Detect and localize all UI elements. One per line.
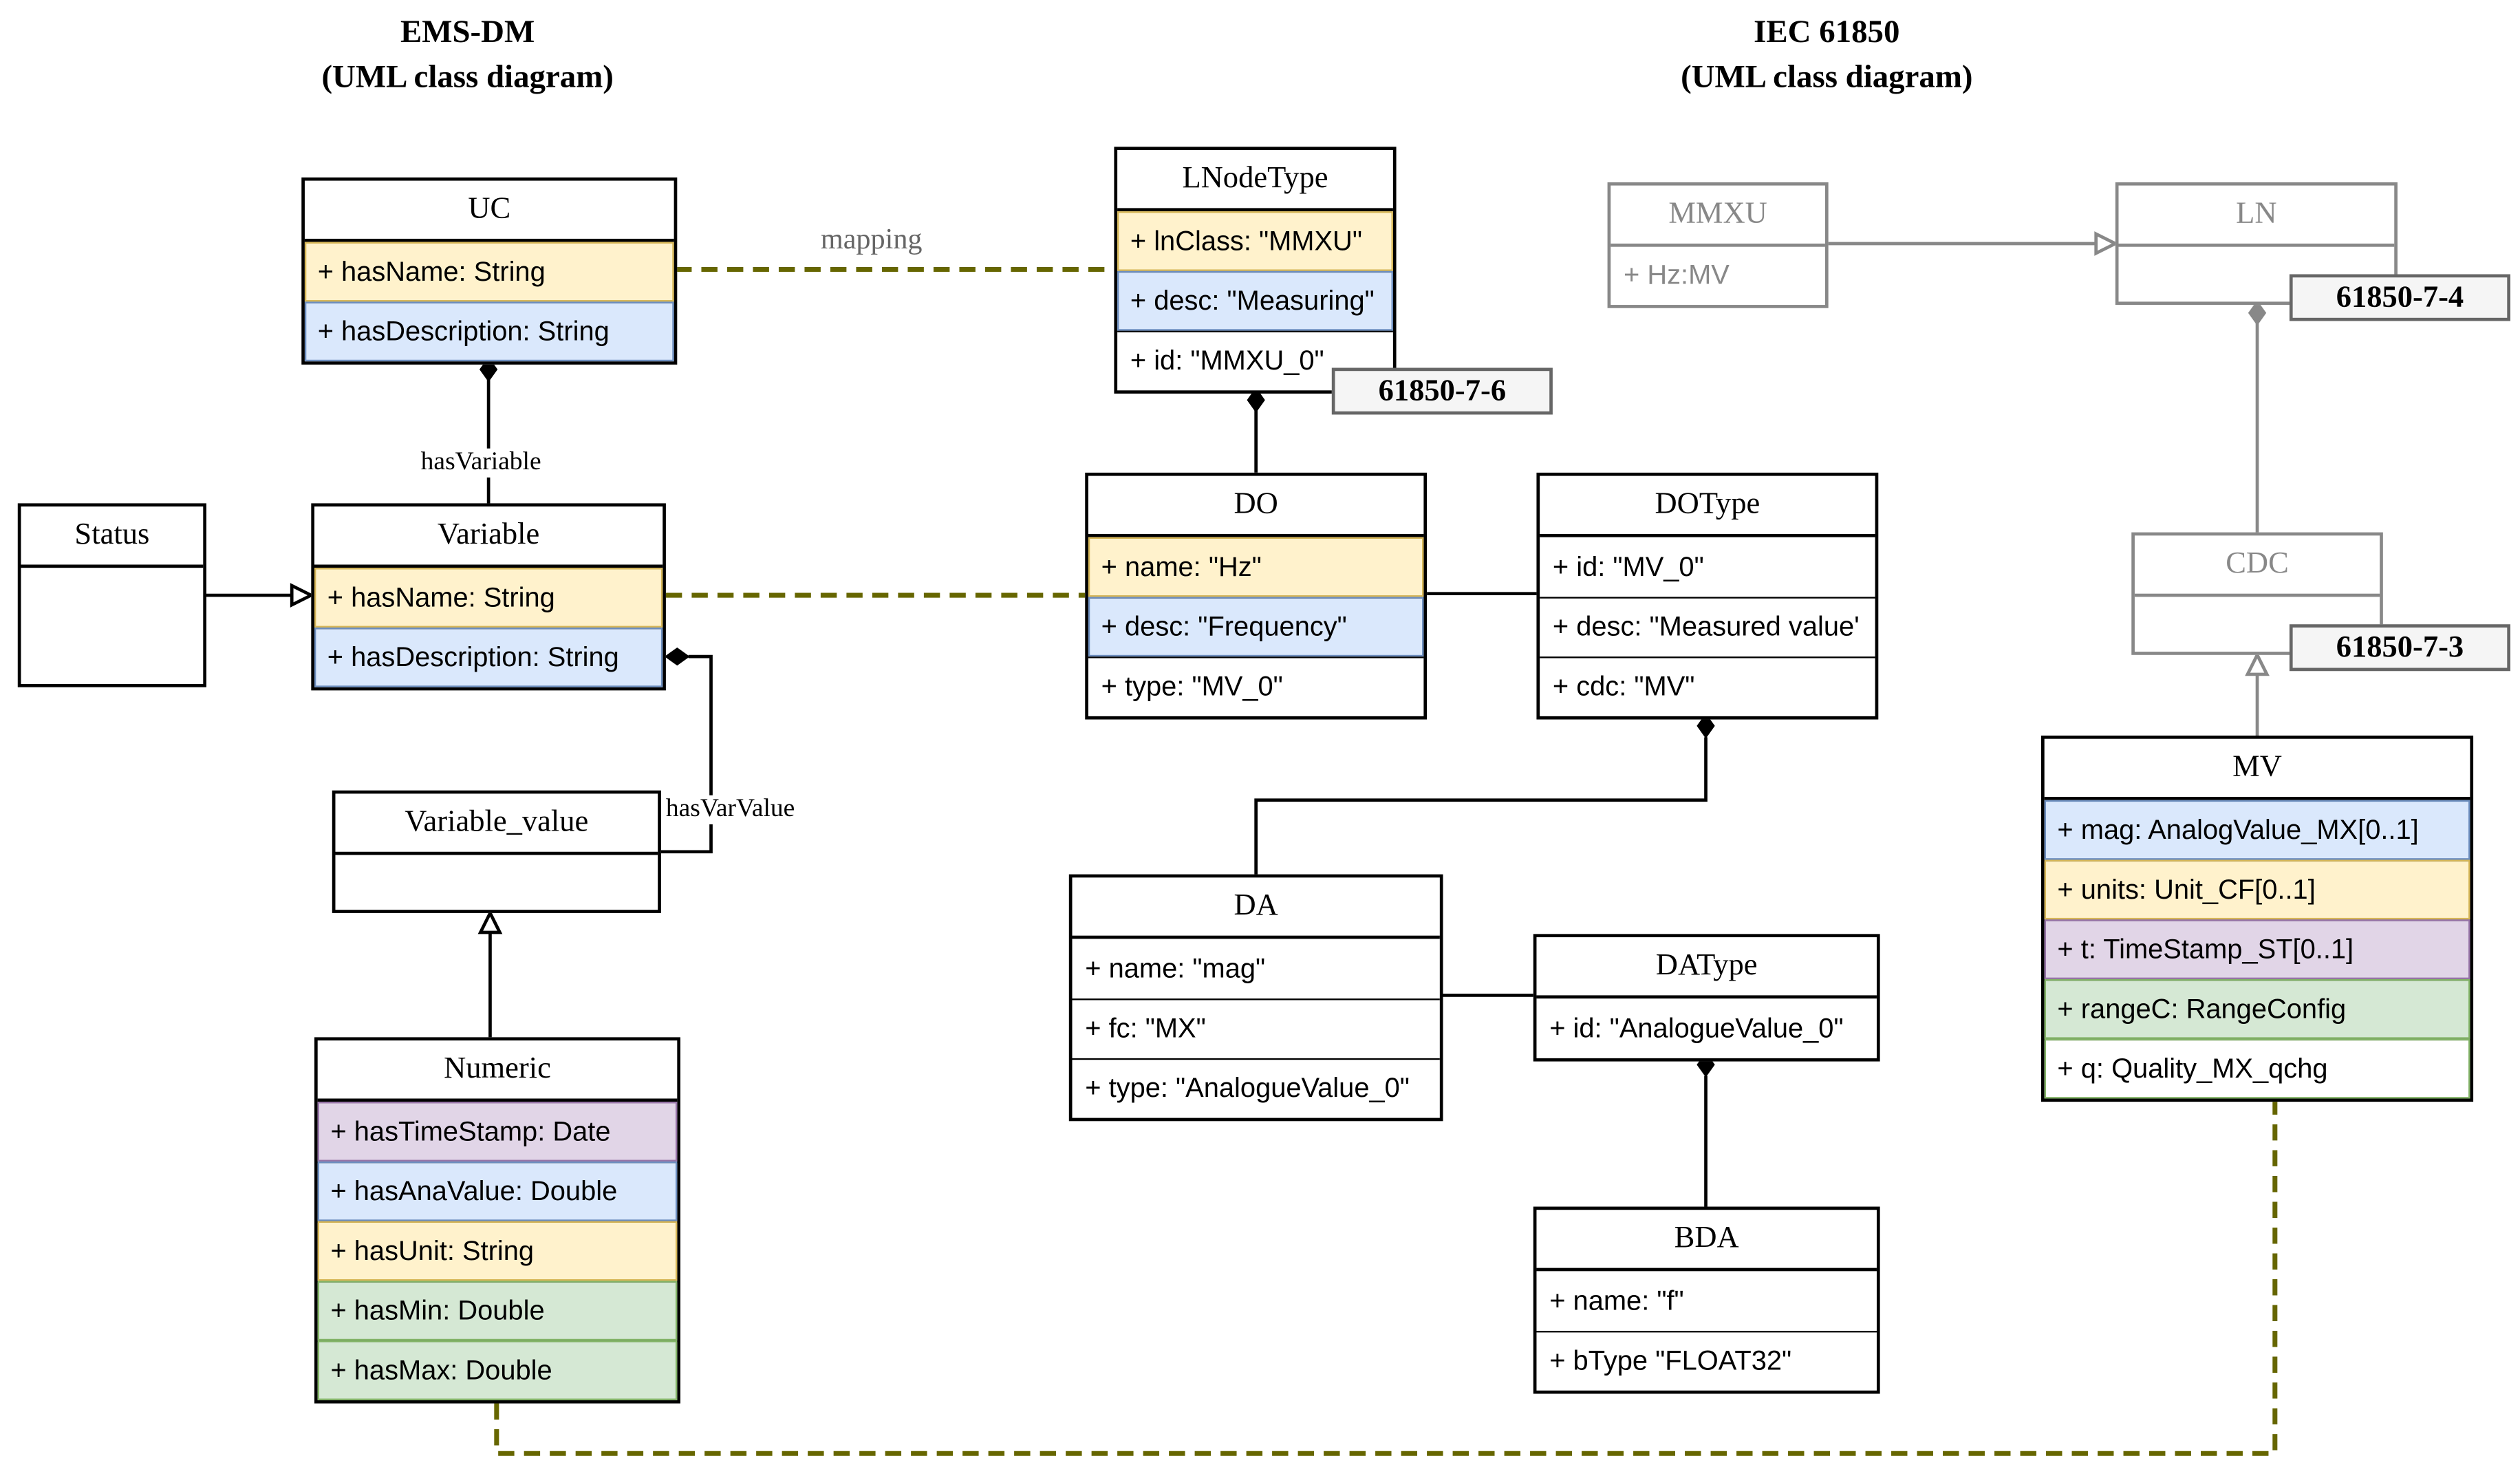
standard-tag-61850-7-3: 61850-7-3 — [2289, 624, 2510, 672]
attribute-row: + hasDescription: String — [304, 301, 674, 362]
mmxu-generalization-arrow — [2094, 231, 2120, 256]
attribute-row: + desc: "Measured value' — [1540, 597, 1875, 656]
class-name: BDA — [1536, 1210, 1877, 1272]
attribute-row: + hasUnit: String — [317, 1221, 678, 1281]
attribute-row: + desc: "Frequency" — [1088, 597, 1424, 657]
class-bda[interactable]: BDA + name: "f" + bType "FLOAT32" — [1533, 1206, 1880, 1394]
iec-61850-title-line2: (UML class diagram) — [1681, 59, 1973, 96]
attribute-row: + name: "f" — [1549, 1285, 1684, 1316]
attribute-row: + bType "FLOAT32" — [1536, 1331, 1877, 1391]
attribute-row: + name: "Hz" — [1088, 537, 1424, 597]
class-name: DOType — [1540, 476, 1875, 537]
class-name: DA — [1072, 877, 1440, 939]
attribute-row: + fc: "MX" — [1072, 998, 1440, 1058]
class-name: DO — [1088, 476, 1424, 537]
attribute-row: + mag: AnalogValue_MX[0..1] — [2044, 800, 2470, 860]
class-variable-value[interactable]: Variable_value — [332, 790, 661, 913]
class-mmxu[interactable]: MMXU + Hz:MV — [1607, 182, 1829, 308]
class-mv[interactable]: MV + mag: AnalogValue_MX[0..1] + units: … — [2040, 736, 2474, 1102]
variable-composition-diamond — [664, 647, 690, 666]
attribute-row: + desc: "Measuring" — [1117, 270, 1393, 331]
standard-tag-61850-7-4: 61850-7-4 — [2289, 274, 2510, 321]
attribute-row: + cdc: "MV" — [1540, 656, 1875, 716]
attribute-row: + hasTimeStamp: Date — [317, 1102, 678, 1162]
class-do[interactable]: DO + name: "Hz" + desc: "Frequency" + ty… — [1085, 472, 1428, 720]
status-generalization-arrow — [290, 583, 315, 608]
class-numeric[interactable]: Numeric + hasTimeStamp: Date + hasAnaVal… — [314, 1037, 680, 1404]
class-name: Status — [21, 506, 204, 568]
mapping-line-numeric-mv — [494, 1102, 2278, 1456]
ln-composition-diamond — [2248, 300, 2267, 326]
class-name: CDC — [2134, 535, 2380, 597]
has-var-value-label: hasVarValue — [665, 795, 795, 824]
class-variable[interactable]: Variable + hasName: String + hasDescript… — [311, 503, 666, 691]
class-name: DAType — [1536, 937, 1877, 999]
class-da[interactable]: DA + name: "mag" + fc: "MX" + type: "Ana… — [1068, 874, 1443, 1122]
attribute-row: + id: "AnalogueValue_0" — [1549, 1012, 1844, 1043]
iec-61850-title: IEC 61850 (UML class diagram) — [1617, 10, 2036, 100]
class-dotype[interactable]: DOType + id: "MV_0" + desc: "Measured va… — [1536, 472, 1879, 720]
standard-tag-61850-7-6: 61850-7-6 — [1331, 367, 1553, 415]
attribute-row: + hasName: String — [314, 568, 663, 628]
attribute-row: + rangeC: RangeConfig — [2044, 978, 2470, 1039]
attribute-row: + hasMax: Double — [317, 1340, 678, 1400]
class-name: MMXU — [1611, 186, 1825, 247]
attribute-row: + name: "mag" — [1085, 952, 1266, 983]
ems-dm-title: EMS-DM (UML class diagram) — [258, 10, 677, 100]
class-name: LNodeType — [1117, 150, 1393, 212]
class-name: Numeric — [317, 1040, 678, 1102]
mv-generalization-arrow — [2245, 651, 2270, 676]
ems-dm-title-line1: EMS-DM — [400, 14, 535, 50]
dotype-da-composition-line — [1254, 737, 1708, 875]
dotype-composition-diamond — [1697, 713, 1715, 739]
attribute-row: + id: "MV_0" — [1552, 550, 1704, 582]
class-name: Variable_value — [335, 793, 658, 855]
class-name: LN — [2118, 186, 2395, 247]
attribute-row: + q: Quality_MX_qchg — [2044, 1038, 2470, 1099]
attribute-row: + t: TimeStamp_ST[0..1] — [2044, 919, 2470, 979]
attribute-row: + type: "AnalogueValue_0" — [1072, 1058, 1440, 1118]
attribute-row: + id: "MMXU_0" — [1117, 330, 1393, 391]
class-name: Variable — [314, 506, 663, 568]
attribute-row: + hasAnaValue: Double — [317, 1161, 678, 1221]
attribute-row: + type: "MV_0" — [1088, 656, 1424, 716]
attribute-row: + Hz:MV — [1624, 259, 1730, 290]
numeric-generalization-arrow — [477, 909, 503, 934]
class-status[interactable]: Status — [17, 503, 206, 687]
attribute-row: + lnClass: "MMXU" — [1117, 211, 1393, 271]
class-datype[interactable]: DAType + id: "AnalogueValue_0" — [1533, 934, 1880, 1062]
attribute-row: + hasMin: Double — [317, 1281, 678, 1341]
class-name: UC — [304, 181, 674, 242]
has-variable-label: hasVariable — [420, 448, 541, 478]
class-name: MV — [2044, 739, 2470, 800]
iec-61850-title-line1: IEC 61850 — [1754, 14, 1900, 50]
attribute-row: + units: Unit_CF[0..1] — [2044, 859, 2470, 920]
class-lnodetype[interactable]: LNodeType + lnClass: "MMXU" + desc: "Mea… — [1114, 147, 1397, 394]
mapping-label: mapping — [820, 222, 923, 255]
hasvarvalue-line — [660, 654, 713, 854]
class-uc[interactable]: UC + hasName: String + hasDescription: S… — [301, 177, 678, 365]
attribute-row: + hasDescription: String — [314, 627, 663, 687]
ems-dm-title-line2: (UML class diagram) — [321, 59, 614, 96]
lnodetype-composition-diamond — [1247, 387, 1265, 413]
attribute-row: + hasName: String — [304, 242, 674, 302]
